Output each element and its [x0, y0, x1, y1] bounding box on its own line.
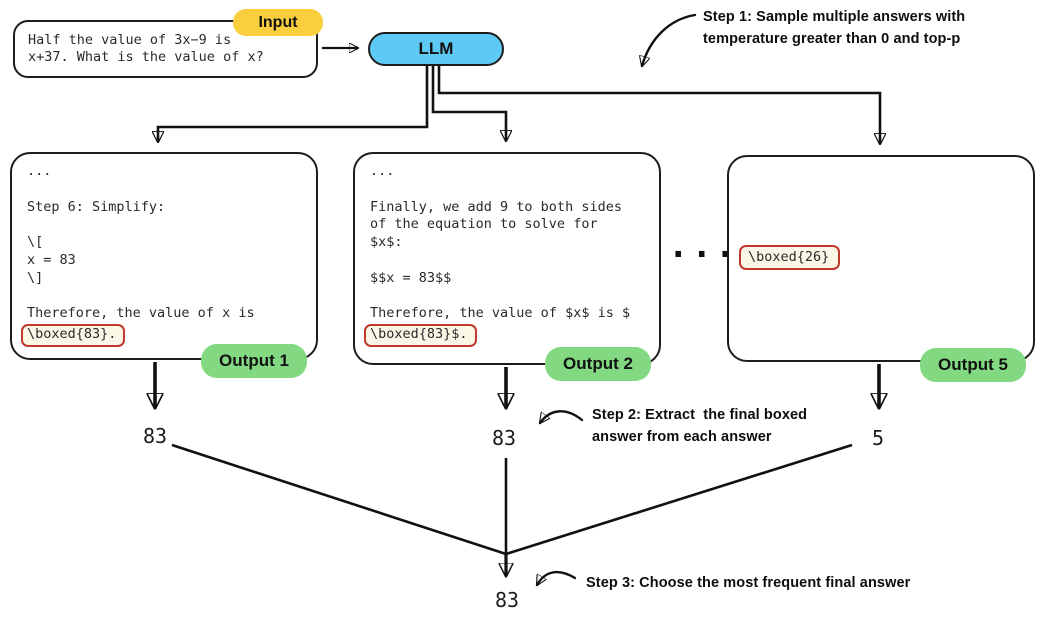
input-badge-label: Input: [258, 13, 298, 31]
output1-box: ... Step 6: Simplify: \[ x = 83 \] There…: [10, 152, 318, 360]
output2-body: ... Finally, we add 9 to both sides of t…: [370, 163, 631, 322]
output1-body: ... Step 6: Simplify: \[ x = 83 \] There…: [27, 163, 255, 322]
input-question-text: Half the value of 3x−9 is x+37. What is …: [28, 32, 264, 65]
output1-badge-label: Output 1: [219, 351, 289, 370]
output2-boxed-answer: \boxed{83}$.: [364, 324, 477, 347]
output1-text: ... Step 6: Simplify: \[ x = 83 \] There…: [12, 154, 316, 347]
output5-boxed-answer: \boxed{26}: [739, 245, 841, 270]
step1-pointer-arrow: [642, 13, 697, 66]
output2-text: ... Finally, we add 9 to both sides of t…: [355, 154, 659, 347]
output1-boxed-answer: \boxed{83}.: [21, 324, 126, 347]
step2-annotation: Step 2: Extract the final boxed answer f…: [592, 407, 808, 445]
output5-badge-label: Output 5: [938, 355, 1008, 374]
branch-arrow-output2: [431, 65, 506, 141]
input-badge: Input: [233, 9, 323, 36]
step1-annotation: Step 1: Sample multiple answers with tem…: [703, 9, 966, 47]
llm-node: LLM: [368, 32, 504, 66]
step2-pointer-arrow: [540, 410, 584, 423]
output2-badge-label: Output 2: [563, 354, 633, 373]
output5-box: \boxed{26}: [727, 155, 1035, 362]
extracted-answer-3: 5: [871, 426, 885, 450]
output2-box: ... Finally, we add 9 to both sides of t…: [353, 152, 661, 365]
final-answer: 83: [494, 588, 520, 612]
llm-label: LLM: [418, 39, 454, 58]
step3-annotation: Step 3: Choose the most frequent final a…: [586, 575, 911, 591]
converge-line-right: [505, 443, 853, 556]
output1-badge: Output 1: [201, 344, 307, 378]
output2-badge: Output 2: [545, 347, 651, 381]
step3-pointer-arrow: [535, 570, 577, 585]
output5-badge: Output 5: [920, 348, 1026, 382]
converge-line-left: [171, 443, 507, 556]
extracted-answer-1: 83: [142, 424, 168, 448]
branch-arrow-output5: [437, 65, 880, 144]
extracted-answer-2: 83: [491, 426, 517, 450]
more-outputs-ellipsis: ...: [668, 226, 739, 266]
